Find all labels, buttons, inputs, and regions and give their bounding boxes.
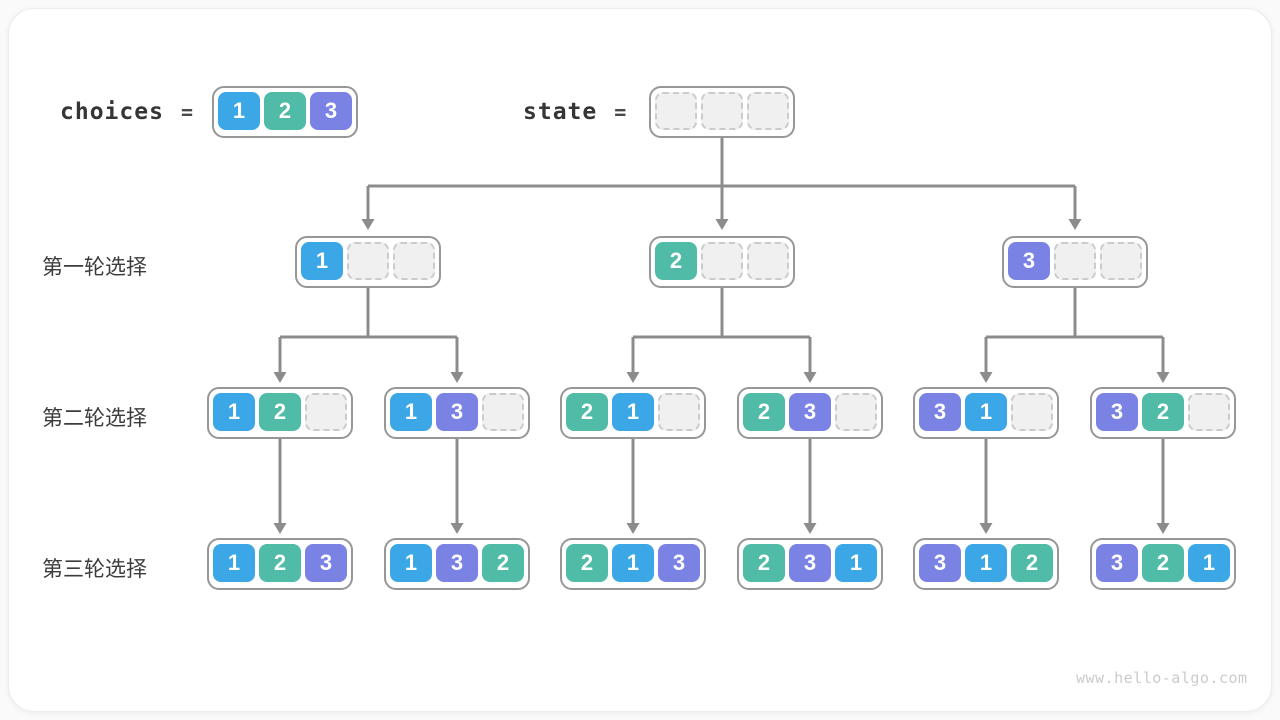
array-cell-1: 1 bbox=[612, 544, 654, 582]
array-cell-empty bbox=[701, 242, 743, 280]
array-cell-empty bbox=[655, 92, 697, 130]
array-cell-3: 3 bbox=[919, 544, 961, 582]
array-cell-1: 1 bbox=[965, 393, 1007, 431]
choices-label: choices bbox=[60, 99, 164, 125]
state-array bbox=[649, 86, 795, 138]
array-cell-2: 2 bbox=[655, 242, 697, 280]
array-cell-2: 2 bbox=[1011, 544, 1053, 582]
array-cell-3: 3 bbox=[1096, 393, 1138, 431]
array-cell-empty bbox=[393, 242, 435, 280]
round-1-label: 第一轮选择 bbox=[42, 256, 147, 279]
array-cell-2: 2 bbox=[264, 92, 306, 130]
array-cell-empty bbox=[835, 393, 877, 431]
state-equals-sign: = bbox=[614, 100, 627, 124]
array-cell-empty bbox=[658, 393, 700, 431]
array-cell-2: 2 bbox=[743, 393, 785, 431]
tree-node-r1-2: 2 bbox=[649, 236, 795, 288]
tree-node-r1-3: 3 bbox=[1002, 236, 1148, 288]
array-cell-2: 2 bbox=[259, 544, 301, 582]
array-cell-empty bbox=[747, 92, 789, 130]
array-cell-2: 2 bbox=[259, 393, 301, 431]
state-label: state bbox=[523, 99, 598, 125]
array-cell-3: 3 bbox=[789, 544, 831, 582]
array-cell-3: 3 bbox=[1008, 242, 1050, 280]
array-cell-2: 2 bbox=[566, 544, 608, 582]
array-cell-1: 1 bbox=[965, 544, 1007, 582]
array-cell-1: 1 bbox=[390, 544, 432, 582]
array-cell-1: 1 bbox=[213, 393, 255, 431]
array-cell-empty bbox=[1054, 242, 1096, 280]
array-cell-3: 3 bbox=[919, 393, 961, 431]
round-3-label: 第三轮选择 bbox=[42, 558, 147, 581]
watermark: www.hello-algo.com bbox=[1076, 669, 1248, 687]
array-cell-1: 1 bbox=[301, 242, 343, 280]
array-cell-3: 3 bbox=[789, 393, 831, 431]
array-cell-empty bbox=[747, 242, 789, 280]
array-cell-empty bbox=[1011, 393, 1053, 431]
state-label-group: state = bbox=[523, 86, 626, 138]
array-cell-1: 1 bbox=[213, 544, 255, 582]
array-cell-3: 3 bbox=[436, 544, 478, 582]
array-cell-2: 2 bbox=[743, 544, 785, 582]
array-cell-empty bbox=[701, 92, 743, 130]
array-cell-1: 1 bbox=[835, 544, 877, 582]
choices-equals-sign: = bbox=[180, 100, 193, 124]
array-cell-1: 1 bbox=[1188, 544, 1230, 582]
array-cell-empty bbox=[1100, 242, 1142, 280]
array-cell-1: 1 bbox=[218, 92, 260, 130]
array-cell-empty bbox=[305, 393, 347, 431]
array-cell-3: 3 bbox=[310, 92, 352, 130]
array-cell-1: 1 bbox=[390, 393, 432, 431]
array-cell-2: 2 bbox=[1142, 393, 1184, 431]
array-cell-2: 2 bbox=[1142, 544, 1184, 582]
array-cell-1: 1 bbox=[612, 393, 654, 431]
array-cell-2: 2 bbox=[482, 544, 524, 582]
choices-label-group: choices = bbox=[60, 86, 193, 138]
array-cell-3: 3 bbox=[436, 393, 478, 431]
array-cell-3: 3 bbox=[305, 544, 347, 582]
array-cell-3: 3 bbox=[1096, 544, 1138, 582]
round-2-label: 第二轮选择 bbox=[42, 407, 147, 430]
array-cell-empty bbox=[347, 242, 389, 280]
array-cell-empty bbox=[1188, 393, 1230, 431]
array-cell-3: 3 bbox=[658, 544, 700, 582]
array-cell-empty bbox=[482, 393, 524, 431]
diagram-card bbox=[8, 8, 1272, 712]
array-cell-2: 2 bbox=[566, 393, 608, 431]
tree-node-r1-1: 1 bbox=[295, 236, 441, 288]
